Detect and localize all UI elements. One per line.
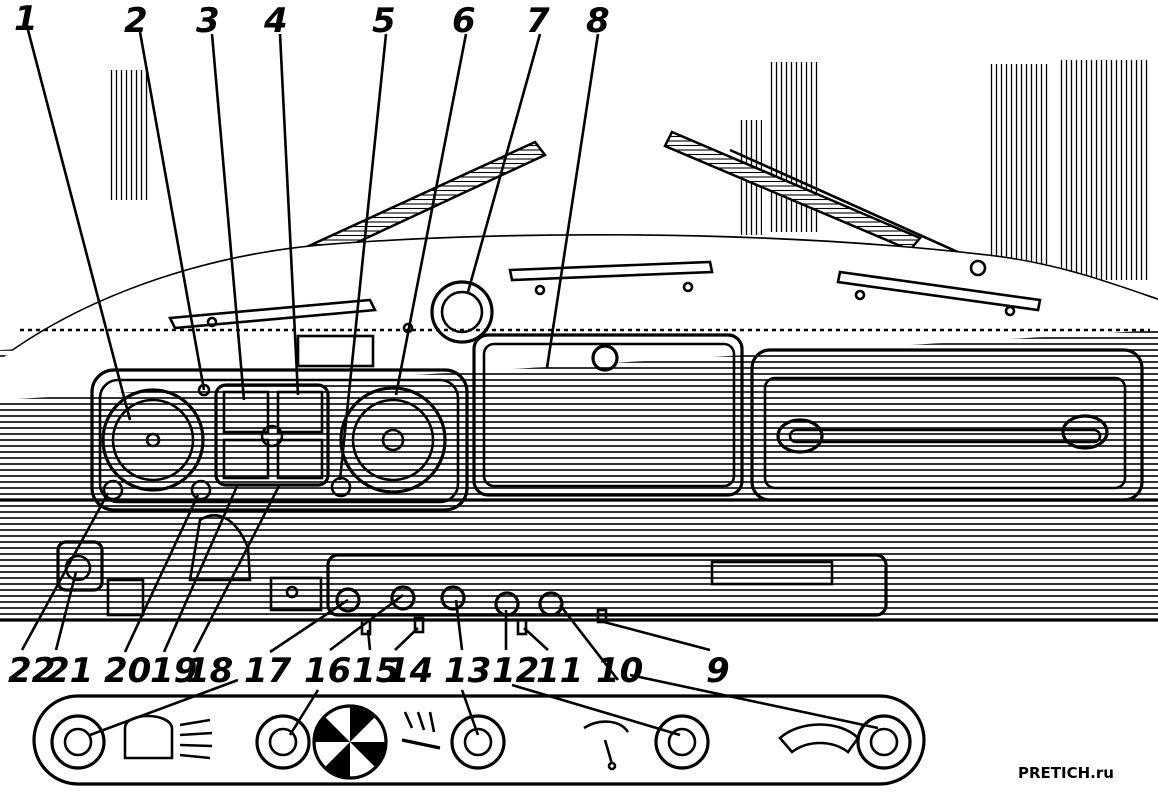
lower-panel: [0, 498, 1158, 622]
label-16: 16: [304, 651, 351, 691]
label-20: 20: [104, 651, 151, 691]
label-13: 13: [444, 651, 491, 691]
leader-lines: [20, 29, 879, 737]
label-6: 6: [452, 1, 476, 41]
label-8: 8: [586, 1, 610, 41]
label-9: 9: [706, 651, 730, 691]
watermark: PRETICH.ru: [1018, 764, 1114, 782]
windshield-hatching: [108, 60, 1150, 280]
right-compartment: [750, 348, 1144, 502]
label-7: 7: [526, 1, 550, 41]
instrument-cluster: [90, 334, 469, 512]
label-10: 10: [596, 651, 643, 691]
enlarged-switch-strip: [32, 694, 926, 786]
switch-panel: [326, 553, 888, 636]
callout-labels: 1 2 3 4 5 6 7 8 9 10 11 12 13 14 15 16 1…: [8, 0, 730, 691]
label-18: 18: [186, 651, 233, 691]
label-22: 22: [8, 651, 55, 691]
label-11: 11: [536, 651, 583, 691]
label-15: 15: [352, 651, 399, 691]
label-1: 1: [14, 0, 38, 39]
label-2: 2: [124, 1, 148, 41]
label-12: 12: [492, 651, 539, 691]
label-14: 14: [386, 651, 433, 691]
glove-box-8: [472, 333, 744, 497]
label-17: 17: [244, 651, 292, 691]
label-5: 5: [372, 1, 396, 41]
label-21: 21: [46, 651, 93, 691]
label-19: 19: [150, 651, 197, 691]
clock-gauge-7: [430, 280, 494, 344]
windshield-wipers: [297, 130, 981, 264]
label-3: 3: [196, 1, 220, 41]
label-4: 4: [263, 1, 288, 41]
